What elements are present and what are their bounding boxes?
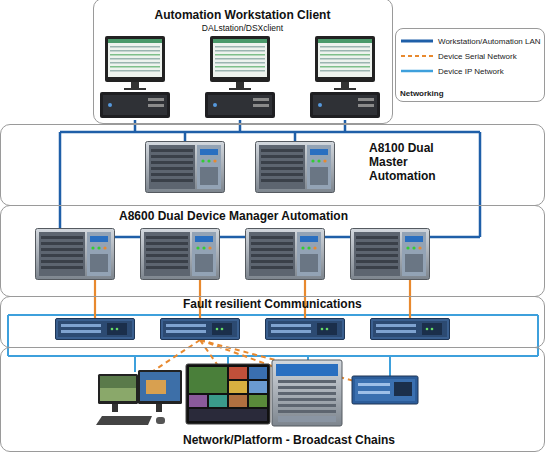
rack-unit [266,319,345,340]
legend-text: Workstation/Automation LAN [438,37,541,46]
legend-line-sample [400,52,434,60]
workstation-computers [100,36,380,118]
legend-line [401,55,433,57]
master-servers [146,142,335,193]
workstation-computer [100,36,170,118]
legend-line [401,40,433,43]
band-title: A8600 Dual Device Manager Automation [119,210,419,224]
router-unit [352,376,418,404]
rack-unit [371,319,450,340]
video-server [272,360,342,426]
band-panel: Network/Platform - Broadcast Chains [0,347,545,452]
band-title: Fault resilient Communications [183,298,423,312]
legend-line-sample [400,67,434,75]
band-panel: A8100 Dual Master Automation [0,124,545,206]
band-title: Network/Platform - Broadcast Chains [183,434,483,448]
legend-row: Device Serial Network [400,50,517,62]
legend-text: Device IP Network [438,67,504,76]
legend-heading: Networking [400,89,444,98]
rack-unit [56,319,135,340]
server-unit [141,229,220,280]
workstation-lan-wires [60,120,480,237]
multiviewer-display [186,364,270,424]
server-unit [351,229,430,280]
band-title: Automation Workstation Client [94,9,391,23]
band-panel: Fault resilient Communications [0,296,545,348]
workstation-computer [205,36,275,118]
workstation-computer [310,36,380,118]
legend-text: Device Serial Network [438,52,517,61]
band-panel: A8600 Dual Device Manager Automation [0,205,545,297]
editing-workstation [96,370,182,425]
legend-line [401,70,433,73]
server-unit [256,142,335,193]
server-unit [146,142,225,193]
legend-row: Device IP Network [400,65,504,77]
band-panel: Automation Workstation ClientDALstation/… [93,0,393,124]
legend-row: Workstation/Automation LAN [400,35,541,47]
legend-line-sample [400,37,434,45]
server-unit [246,229,325,280]
server-unit [36,229,115,280]
communication-units [56,319,450,340]
band-title: A8100 Dual Master Automation [369,142,449,183]
device-manager-servers [36,229,430,280]
band-subtitle: DALstation/DSXclient [94,24,391,34]
rack-unit [161,319,240,340]
